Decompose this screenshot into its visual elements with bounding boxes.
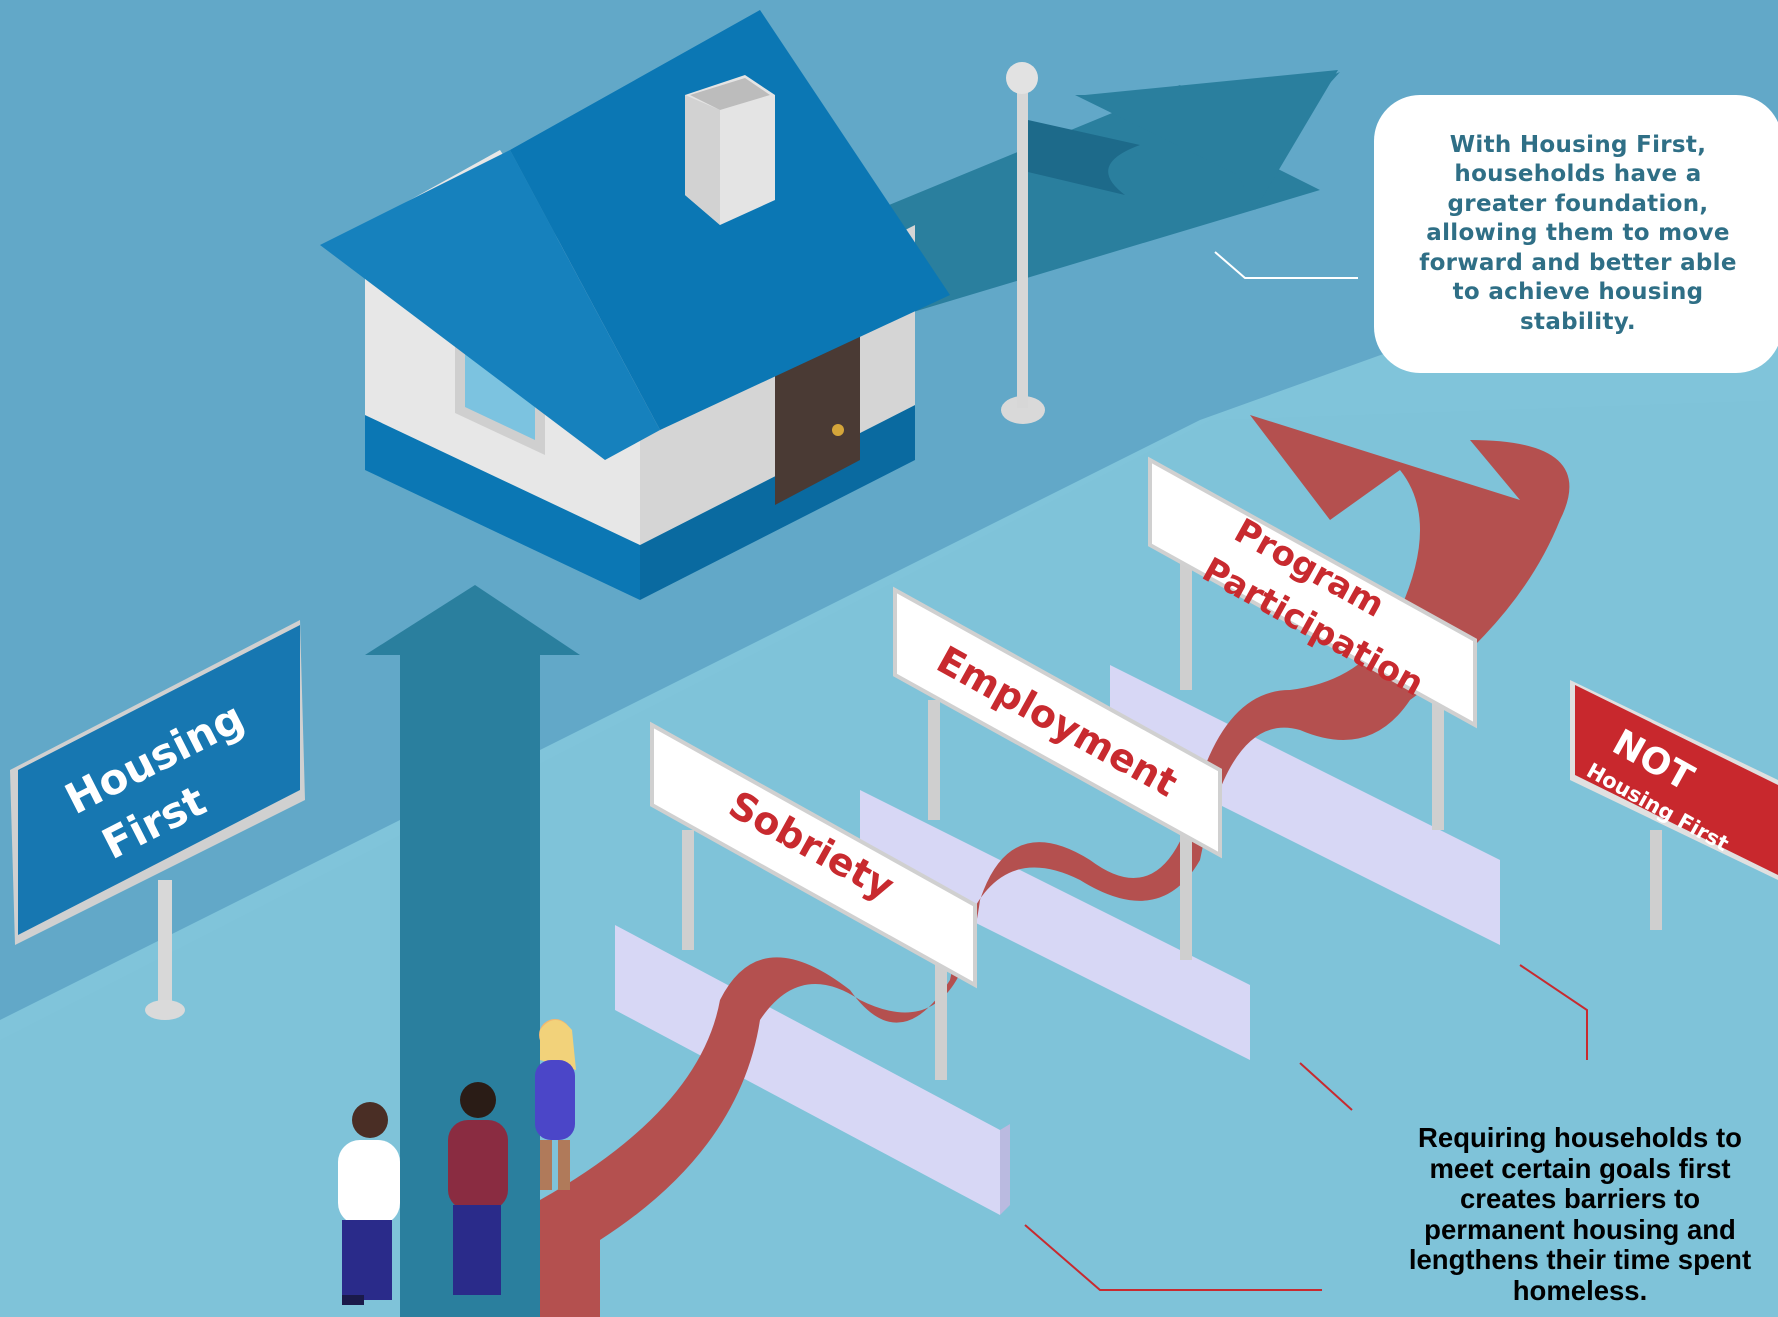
barriers — [615, 665, 1500, 1215]
connector-top — [1214, 251, 1358, 279]
person-left — [338, 1102, 400, 1305]
not-housing-first-sign — [1570, 680, 1778, 930]
program-sign — [1148, 456, 1477, 830]
barriers-callout-text: Requiring households to meet certain goa… — [1408, 1122, 1752, 1306]
sobriety-sign — [650, 721, 977, 1080]
connector-bottom-1 — [1024, 1224, 1322, 1291]
person-middle — [448, 1082, 508, 1295]
person-right — [535, 1019, 576, 1190]
employment-sign — [893, 586, 1222, 960]
red-path — [540, 415, 1570, 1317]
housing-first-callout: With Housing First, households have a gr… — [1374, 95, 1778, 373]
housing-first-callout-text: With Housing First, households have a gr… — [1419, 131, 1737, 335]
barriers-callout: Requiring households to meet certain goa… — [1390, 1122, 1770, 1306]
housing-first-sign — [10, 620, 305, 1020]
connector-bottom-3 — [1519, 964, 1588, 1060]
house — [320, 10, 950, 600]
connector-bottom-2 — [1299, 1062, 1353, 1111]
flag — [1001, 62, 1140, 424]
